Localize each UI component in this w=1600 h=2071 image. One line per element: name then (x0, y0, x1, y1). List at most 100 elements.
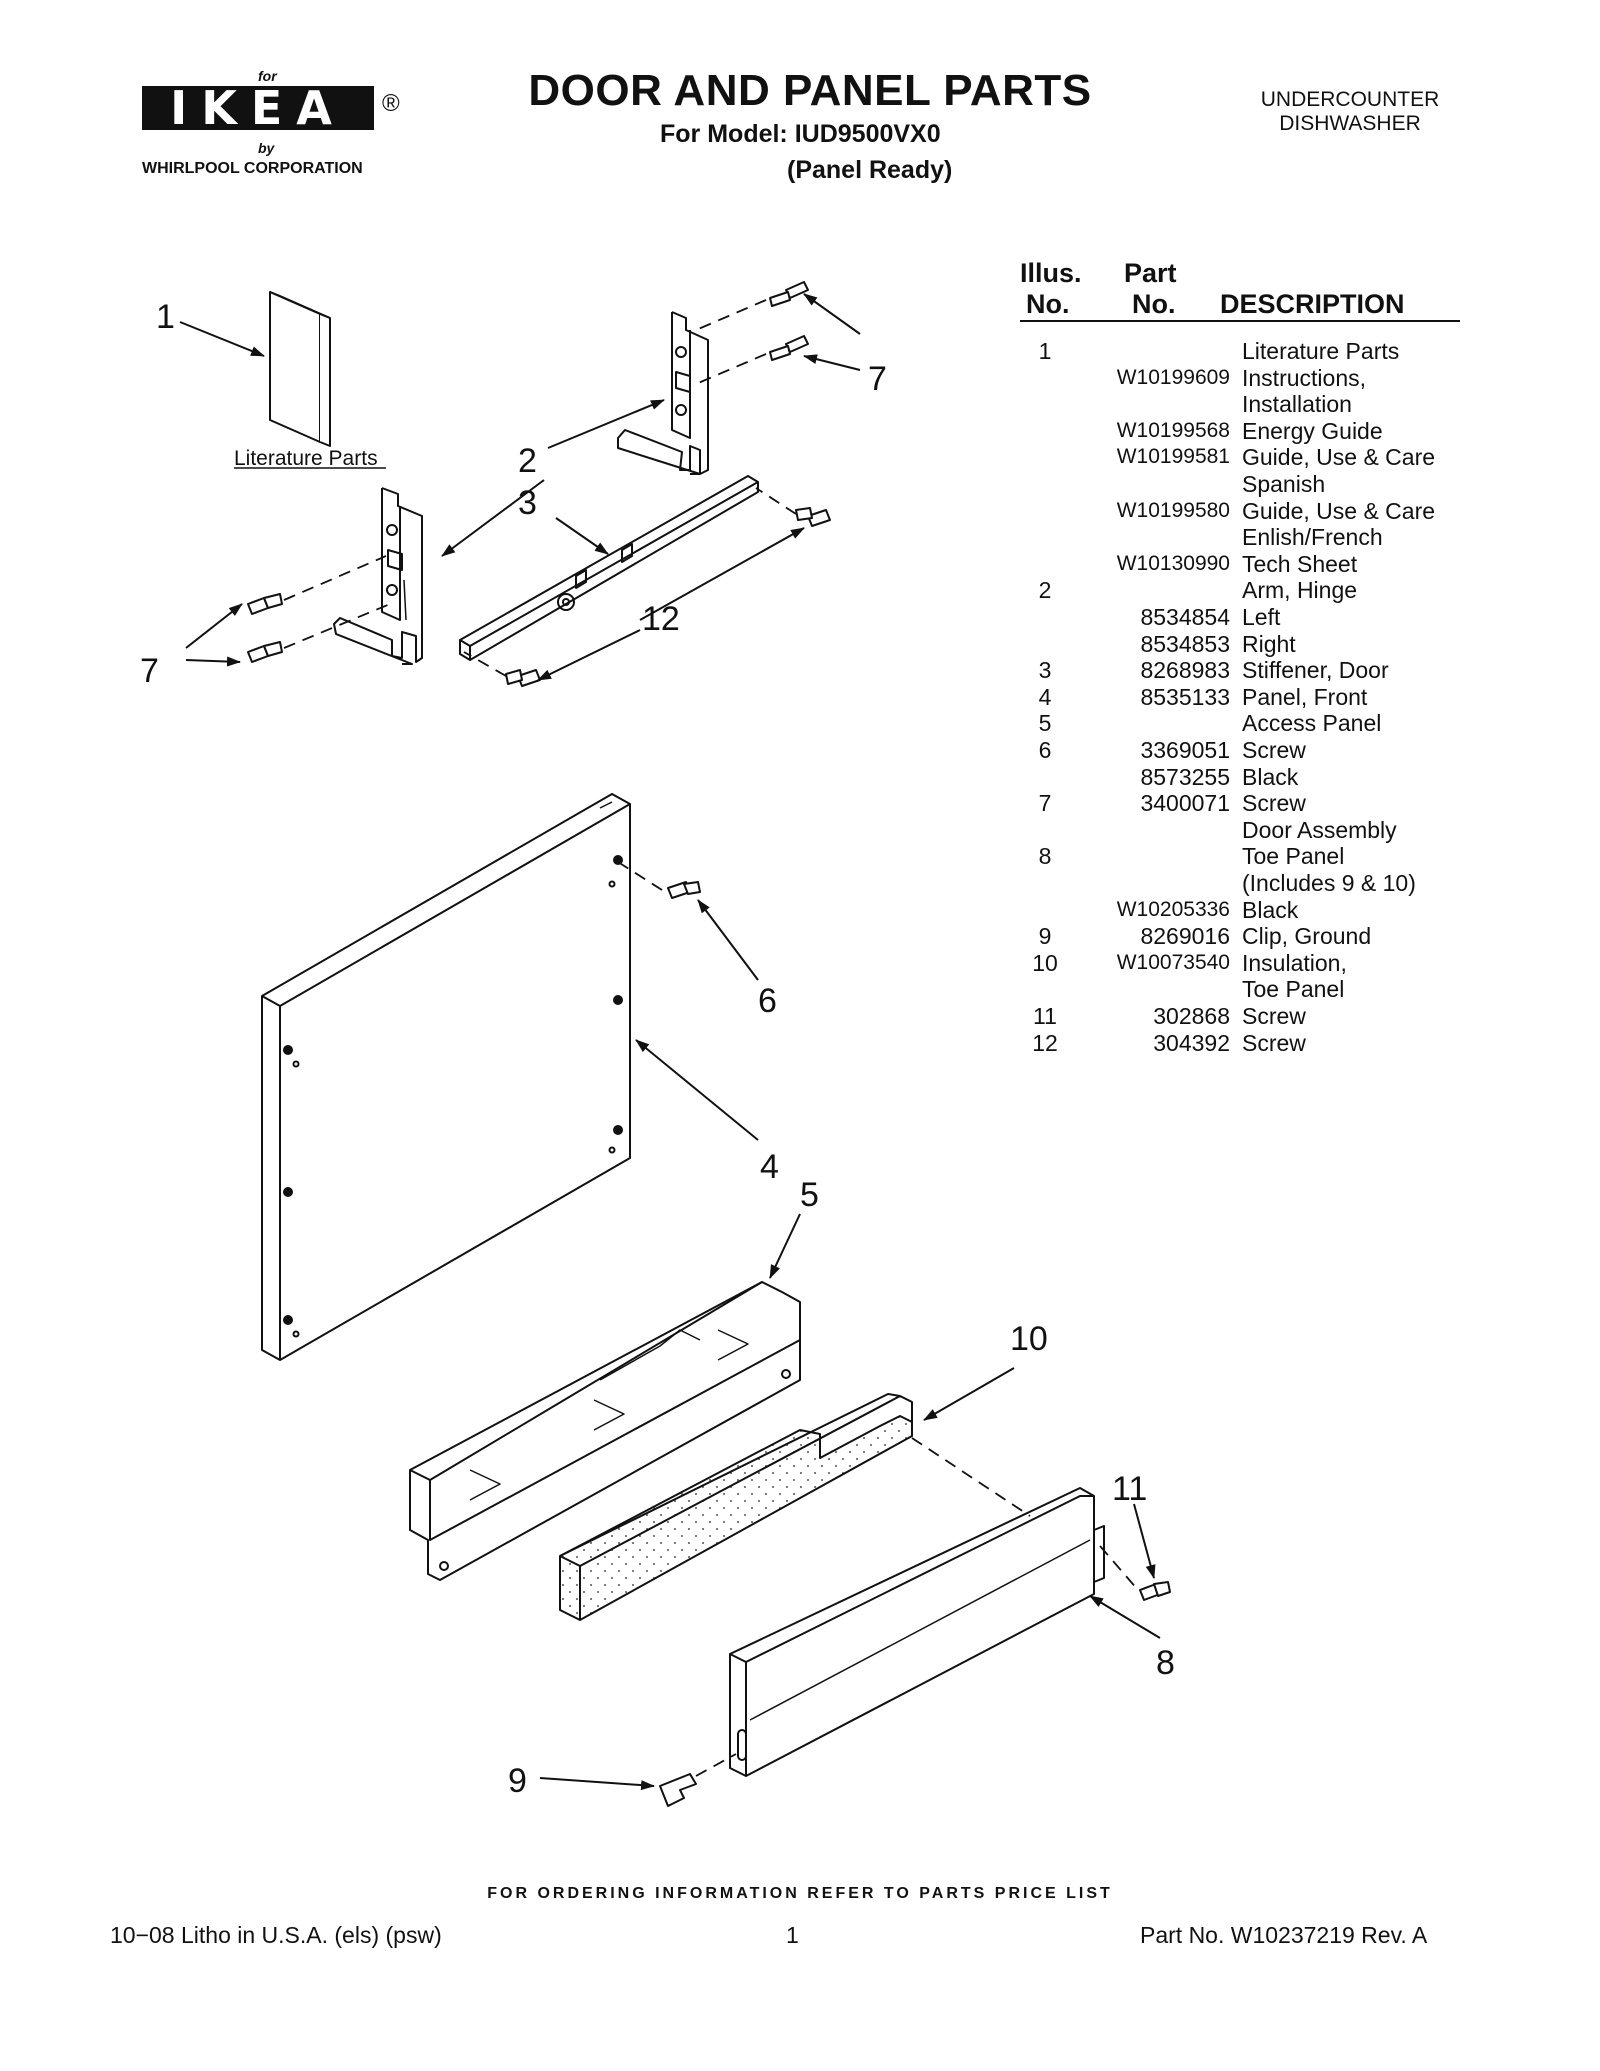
illus-number: 5 (1038, 710, 1052, 737)
part-number: 8534854 (1140, 604, 1230, 630)
illus-number: 11 (1033, 1003, 1057, 1029)
toe-panel (729, 1487, 1105, 1777)
part-number: 8535133 (1140, 683, 1230, 710)
illus-number: 7 (1038, 790, 1052, 817)
illus-number: 10 (1032, 949, 1058, 976)
callout-1: 1 (156, 298, 175, 336)
callout-4: 4 (760, 1148, 779, 1186)
table-row: Toe Panel (1020, 976, 1460, 1002)
table-row: 8573255 Black (1020, 764, 1460, 790)
part-number: W10199568 (1116, 418, 1230, 442)
callout-11: 11 (1112, 1470, 1147, 1508)
document-part-number: Part No. W10237219 Rev. A (1140, 1922, 1428, 1948)
ordering-note: FOR ORDERING INFORMATION REFER TO PARTS … (487, 1885, 1113, 1902)
part-description: Tech Sheet (1242, 550, 1358, 577)
part-description: Arm, Hinge (1242, 577, 1358, 604)
part-description: Literature Parts (1242, 338, 1400, 364)
part-description: Panel, Front (1242, 683, 1368, 710)
part-description: Installation (1242, 391, 1352, 418)
screw-6 (667, 881, 701, 899)
model-variant: (Panel Ready) (787, 156, 953, 184)
registered-mark: ® (382, 90, 400, 117)
front-panel (261, 793, 631, 1361)
screw-7-upper-right (769, 281, 809, 307)
screw-7-lower-left (247, 641, 283, 663)
ground-clip (659, 1773, 697, 1807)
litho-info: 10−08 Litho in U.S.A. (els) (psw) (110, 1922, 442, 1948)
part-number: W10073540 (1116, 950, 1230, 974)
table-row: 1 Literature Parts (1020, 338, 1460, 364)
part-description: Left (1242, 604, 1281, 630)
screw-12-right (795, 507, 831, 527)
table-row: Installation (1020, 391, 1460, 417)
table-row: 10 W10073540 Insulation, (1020, 950, 1460, 976)
illus-number: 6 (1038, 737, 1052, 763)
part-description: Screw (1242, 1029, 1306, 1056)
col-header-illus-1: Illus. (1020, 258, 1082, 288)
logo-for-text: for (258, 68, 277, 84)
illus-number: 2 (1038, 577, 1052, 604)
col-header-illus-2: No. (1026, 289, 1070, 319)
part-description: Screw (1242, 1003, 1306, 1029)
part-description: Access Panel (1242, 710, 1382, 737)
table-row: 4 8535133 Panel, Front (1020, 684, 1460, 710)
part-description: Toe Panel (1242, 976, 1345, 1003)
part-number: W10199581 (1116, 445, 1230, 469)
part-description: Door Assembly (1242, 816, 1397, 843)
screw-11 (1139, 1581, 1171, 1601)
part-description: Clip, Ground (1242, 923, 1372, 950)
callout-labels: 1 2 3 7 7 12 6 4 5 10 11 8 9 Literature … (140, 298, 1175, 1800)
part-number: 304392 (1153, 1029, 1230, 1056)
part-number: 8534853 (1140, 630, 1230, 657)
door-stiffener (459, 475, 759, 661)
table-row: Enlish/French (1020, 524, 1460, 550)
part-number: W10205336 (1116, 897, 1230, 921)
illus-number: 4 (1038, 683, 1052, 710)
part-number: 8573255 (1140, 763, 1230, 790)
screw-7-lower-right (769, 335, 809, 361)
callout-12: 12 (642, 600, 680, 638)
illus-number: 8 (1038, 843, 1052, 870)
appliance-line-1: UNDERCOUNTER (1260, 88, 1440, 111)
callout-3: 3 (518, 484, 537, 522)
page-number: 1 (786, 1922, 799, 1948)
callout-7-left: 7 (140, 652, 159, 690)
hinge-arm-right (617, 311, 709, 475)
part-description: Right (1242, 630, 1296, 657)
table-row: W10199609 Instructions, (1020, 365, 1460, 391)
part-description: Insulation, (1242, 949, 1347, 976)
part-description: Enlish/French (1242, 524, 1383, 551)
illus-number: 9 (1038, 923, 1052, 950)
appliance-type: UNDERCOUNTER DISHWASHER (1240, 88, 1460, 136)
part-description: Guide, Use & Care (1242, 497, 1436, 524)
header-rule (1020, 320, 1460, 322)
col-header-part-1: Part (1124, 258, 1177, 288)
screw-12-left (505, 669, 541, 687)
part-description: Black (1242, 896, 1299, 923)
ikea-logo: for IKEA ® by WHIRLPOOL CORPORATION (142, 68, 412, 183)
illus-number: 1 (1038, 338, 1052, 364)
table-row: W10199568 Energy Guide (1020, 418, 1460, 444)
part-description: Screw (1242, 790, 1306, 817)
appliance-line-2: DISHWASHER (1279, 112, 1421, 135)
part-description: Black (1242, 763, 1299, 790)
page-title: DOOR AND PANEL PARTS (528, 66, 1092, 115)
part-description: Stiffener, Door (1242, 657, 1389, 684)
illus-number: 3 (1038, 657, 1052, 684)
part-description: Instructions, (1242, 364, 1366, 391)
callout-6: 6 (758, 982, 777, 1020)
part-number: W10199609 (1116, 365, 1230, 389)
part-number: W10130990 (1116, 551, 1230, 575)
table-row: Door Assembly (1020, 817, 1460, 843)
callout-7-right: 7 (868, 360, 887, 398)
callout-10: 10 (1010, 1320, 1048, 1358)
logo-corporation: WHIRLPOOL CORPORATION (142, 160, 363, 177)
part-description: Energy Guide (1242, 417, 1383, 444)
callout-8: 8 (1156, 1644, 1175, 1682)
col-header-description: DESCRIPTION (1220, 289, 1405, 319)
